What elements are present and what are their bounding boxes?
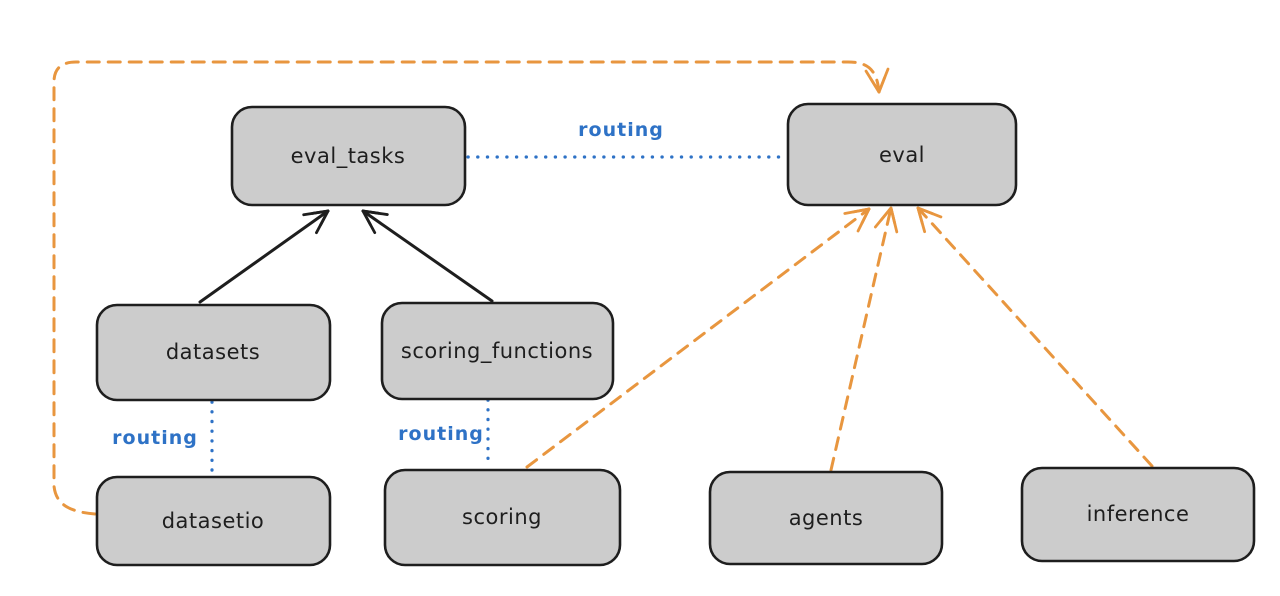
node-datasets: datasets	[95, 303, 332, 402]
node-datasets-label: datasets	[166, 340, 260, 364]
node-scoring-label: scoring	[462, 505, 542, 529]
node-agents-label: agents	[789, 506, 864, 530]
node-inference: inference	[1020, 466, 1256, 563]
routing-label-scoring: routing	[398, 423, 484, 445]
node-scoring: scoring	[383, 468, 622, 567]
edge-scoring-to-eval-dashed-arrow	[525, 207, 871, 469]
edge-agents-to-eval-dashed-arrow	[829, 206, 899, 472]
node-datasetio-label: datasetio	[162, 509, 265, 533]
node-agents: agents	[708, 470, 944, 566]
edge-datasetio-to-eval-dashed-arrow	[52, 60, 890, 516]
node-eval-tasks: eval_tasks	[230, 105, 467, 207]
routing-label-top: routing	[578, 119, 664, 141]
node-inference-label: inference	[1087, 502, 1190, 526]
node-eval: eval	[786, 102, 1018, 207]
edge-scoring-functions-to-eval-tasks-arrow	[361, 209, 494, 303]
node-eval-label: eval	[879, 143, 925, 167]
edge-datasets-to-eval-tasks-arrow	[198, 209, 330, 304]
node-datasetio: datasetio	[95, 475, 332, 567]
edge-inference-to-eval-dashed-arrow	[916, 206, 1154, 468]
node-eval-tasks-label: eval_tasks	[291, 144, 406, 169]
node-scoring-functions: scoring_functions	[380, 301, 615, 401]
node-scoring-functions-label: scoring_functions	[401, 339, 593, 364]
routing-label-datasetio: routing	[112, 427, 198, 449]
